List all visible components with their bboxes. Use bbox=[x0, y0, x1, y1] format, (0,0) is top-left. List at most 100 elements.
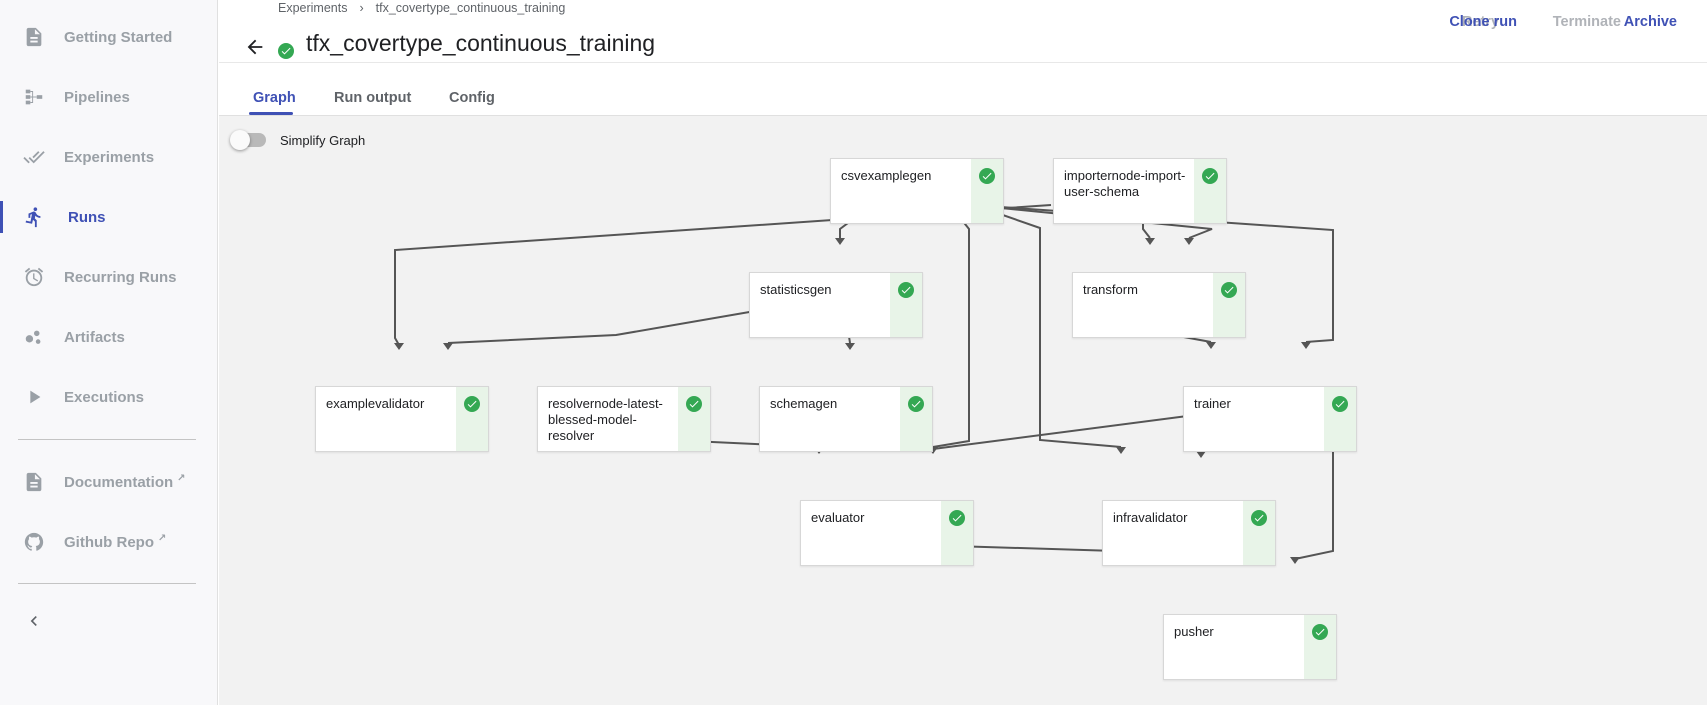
graph-canvas: Simplify Graph bbox=[219, 116, 1707, 705]
sidebar-item-pipelines[interactable]: Pipelines bbox=[0, 73, 218, 121]
active-tab-indicator bbox=[249, 112, 293, 115]
node-label: resolvernode-latest-blessed-model-resolv… bbox=[548, 396, 663, 443]
node-status bbox=[456, 387, 488, 451]
run-icon bbox=[22, 205, 46, 229]
graph-node-trainer[interactable]: trainer bbox=[1183, 386, 1357, 452]
node-label: evaluator bbox=[811, 510, 865, 525]
sidebar-item-label: Experiments bbox=[64, 148, 155, 166]
node-label: infravalidator bbox=[1113, 510, 1188, 525]
page-title: tfx_covertype_continuous_training bbox=[306, 30, 656, 56]
document-icon bbox=[22, 470, 46, 494]
node-status bbox=[1324, 387, 1356, 451]
graph-node-statisticsgen[interactable]: statisticsgen bbox=[749, 272, 923, 338]
simplify-graph-label: Simplify Graph bbox=[280, 133, 366, 148]
graph-node-schemagen[interactable]: schemagen bbox=[759, 386, 933, 452]
tab-graph[interactable]: Graph bbox=[253, 90, 296, 106]
sidebar-link-label: Documentation bbox=[64, 474, 174, 491]
collapse-sidebar-button[interactable] bbox=[22, 609, 46, 633]
node-status bbox=[941, 501, 973, 565]
clone-run-button[interactable]: Clone run bbox=[1449, 14, 1517, 30]
sidebar-divider bbox=[18, 439, 196, 440]
sidebar-item-artifacts[interactable]: Artifacts bbox=[0, 313, 218, 361]
node-status bbox=[1304, 615, 1336, 679]
success-check-icon bbox=[686, 396, 702, 412]
node-label: examplevalidator bbox=[326, 396, 425, 411]
external-link-icon: ↗ bbox=[158, 533, 167, 544]
page-header: Experiments › tfx_covertype_continuous_t… bbox=[219, 0, 1707, 116]
arrow-back-icon bbox=[247, 39, 263, 55]
edge-statisticsgen-examplevalidator bbox=[443, 309, 762, 350]
retry-button[interactable]: Retry bbox=[1461, 14, 1499, 30]
node-label: transform bbox=[1083, 282, 1138, 297]
alarm-clock-icon bbox=[22, 265, 46, 289]
graph-node-evaluator[interactable]: evaluator bbox=[800, 500, 974, 566]
header-divider bbox=[219, 62, 1707, 63]
success-check-icon bbox=[1332, 396, 1348, 412]
document-icon bbox=[22, 25, 46, 49]
tab-bar: Graph Run output Config bbox=[219, 84, 1707, 116]
sidebar-link-documentation[interactable]: Documentation↗ bbox=[0, 458, 218, 506]
sidebar-item-executions[interactable]: Executions bbox=[0, 373, 218, 421]
external-link-icon: ↗ bbox=[177, 473, 186, 484]
node-label: importernode-import-user-schema bbox=[1064, 168, 1186, 199]
sidebar-item-label: Pipelines bbox=[64, 88, 130, 106]
edge-csvexamplegen-examplevalidator bbox=[394, 204, 1052, 350]
node-label: trainer bbox=[1194, 396, 1231, 411]
sidebar-item-runs[interactable]: Runs bbox=[0, 193, 218, 241]
sidebar-item-recurring-runs[interactable]: Recurring Runs bbox=[0, 253, 218, 301]
node-label: pusher bbox=[1174, 624, 1214, 639]
bubbles-icon bbox=[22, 325, 46, 349]
success-check-icon bbox=[1202, 168, 1218, 184]
node-status bbox=[1194, 159, 1226, 223]
node-status bbox=[678, 387, 710, 451]
breadcrumb-separator: › bbox=[359, 1, 364, 15]
success-check-icon bbox=[1221, 282, 1237, 298]
success-check-icon bbox=[908, 396, 924, 412]
sidebar-item-label: Artifacts bbox=[64, 328, 125, 346]
check-icon bbox=[281, 47, 291, 55]
edge-csvexamplegen-evaluator bbox=[928, 204, 970, 454]
terminate-button[interactable]: Terminate bbox=[1552, 14, 1621, 30]
graph-node-transform[interactable]: transform bbox=[1072, 272, 1246, 338]
sidebar-item-experiments[interactable]: Experiments bbox=[0, 133, 218, 181]
graph-node-csvexamplegen[interactable]: csvexamplegen bbox=[830, 158, 1004, 224]
chevron-left-icon bbox=[30, 616, 37, 626]
success-check-icon bbox=[898, 282, 914, 298]
toggle-knob bbox=[230, 130, 250, 150]
node-label: csvexamplegen bbox=[841, 168, 932, 183]
sidebar-item-label: Getting Started bbox=[64, 28, 173, 46]
pipeline-icon bbox=[22, 85, 46, 109]
simplify-graph-toggle[interactable] bbox=[230, 130, 266, 150]
github-icon bbox=[22, 530, 46, 554]
sidebar-item-label: Runs bbox=[68, 208, 106, 226]
graph-node-pusher[interactable]: pusher bbox=[1163, 614, 1337, 680]
graph-node-infravalidator[interactable]: infravalidator bbox=[1102, 500, 1276, 566]
success-check-icon bbox=[979, 168, 995, 184]
graph-node-examplevalidator[interactable]: examplevalidator bbox=[315, 386, 489, 452]
sidebar-divider bbox=[18, 583, 196, 584]
success-check-icon bbox=[949, 510, 965, 526]
node-status bbox=[890, 273, 922, 337]
sidebar: Getting Started Pipelines Experiments Ru… bbox=[0, 0, 218, 705]
success-check-icon bbox=[1312, 624, 1328, 640]
node-status bbox=[971, 159, 1003, 223]
sidebar-link-github[interactable]: Github Repo↗ bbox=[0, 518, 218, 566]
graph-node-resolvernode[interactable]: resolvernode-latest-blessed-model-resolv… bbox=[537, 386, 711, 452]
breadcrumb-experiment-name[interactable]: tfx_covertype_continuous_training bbox=[375, 1, 566, 15]
tab-run-output[interactable]: Run output bbox=[334, 90, 412, 106]
sidebar-item-getting-started[interactable]: Getting Started bbox=[0, 13, 218, 61]
back-button[interactable] bbox=[241, 33, 269, 61]
double-check-icon bbox=[22, 145, 46, 169]
success-check-icon bbox=[1251, 510, 1267, 526]
tab-bar-divider bbox=[219, 115, 1707, 116]
graph-node-importernode[interactable]: importernode-import-user-schema bbox=[1053, 158, 1227, 224]
archive-button[interactable]: Archive bbox=[1623, 14, 1677, 30]
node-label: statisticsgen bbox=[760, 282, 832, 297]
sidebar-item-label: Executions bbox=[64, 388, 145, 406]
run-status-icon bbox=[278, 43, 294, 59]
breadcrumb-experiments[interactable]: Experiments bbox=[278, 1, 348, 15]
tab-config[interactable]: Config bbox=[449, 90, 495, 106]
node-label: schemagen bbox=[770, 396, 838, 411]
edge-trainer-evaluator bbox=[932, 414, 1196, 450]
success-check-icon bbox=[464, 396, 480, 412]
